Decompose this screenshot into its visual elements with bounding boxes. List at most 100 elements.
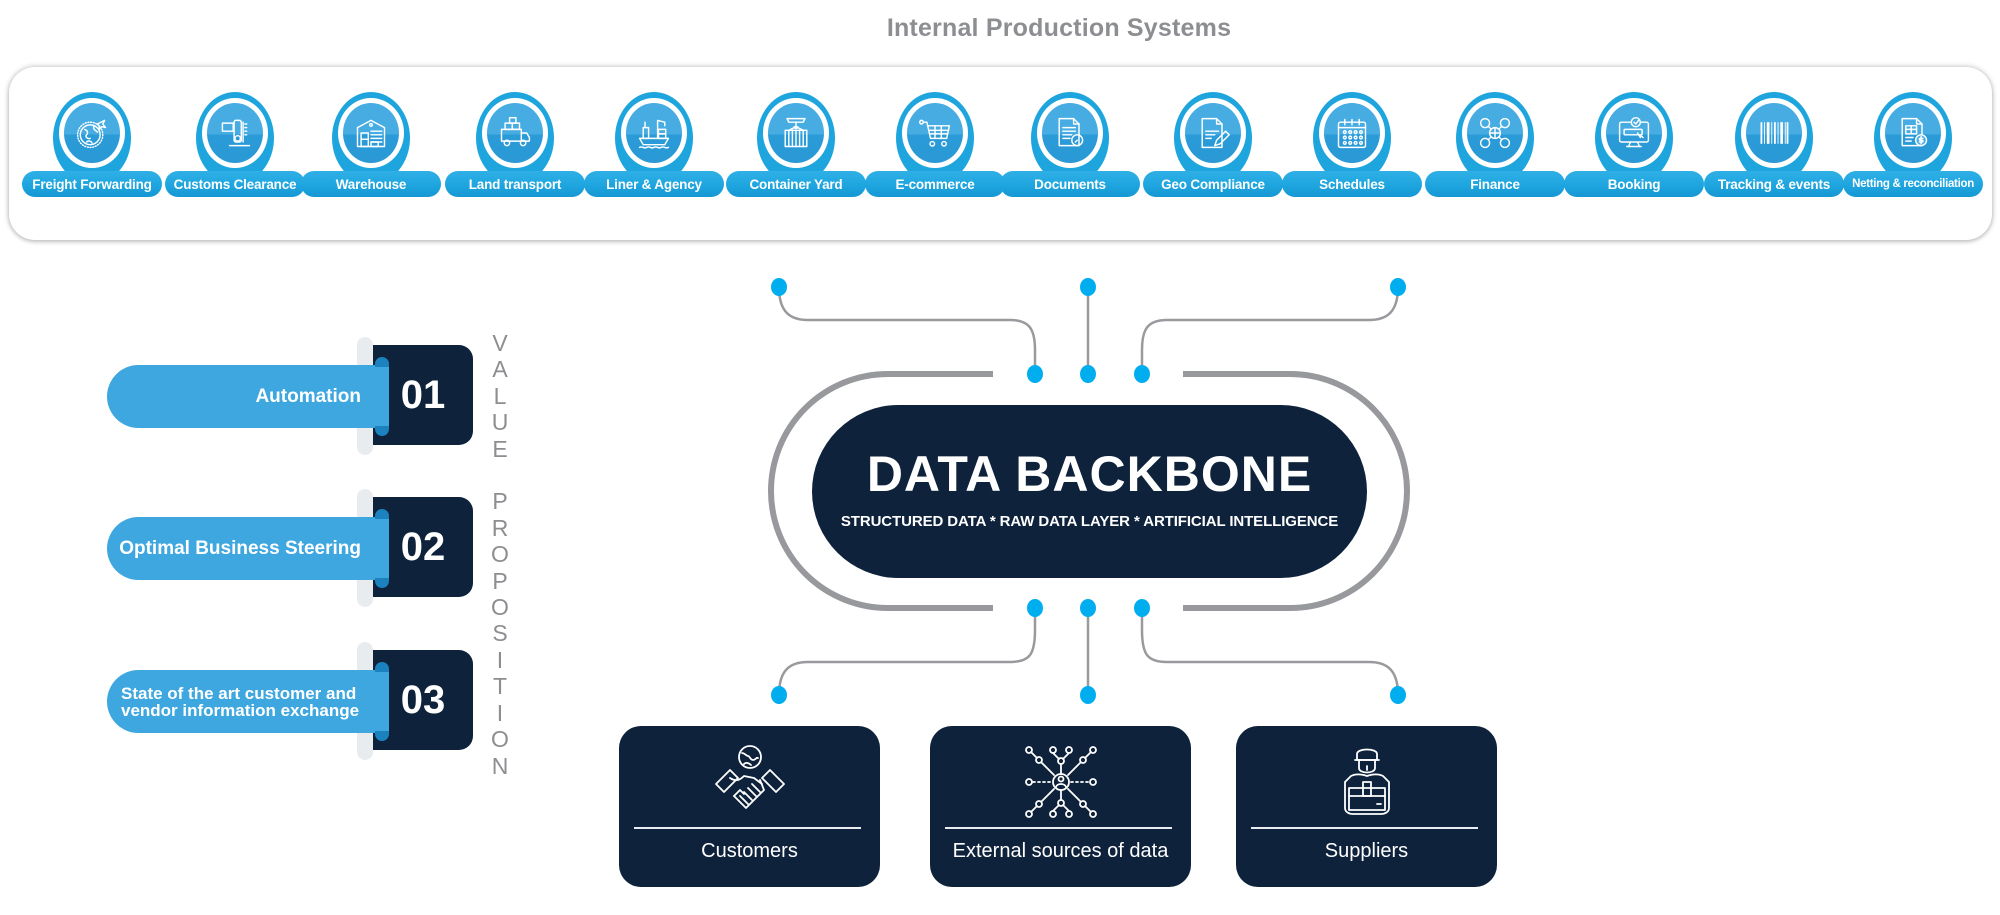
connector-dot [1080, 686, 1096, 704]
system-item[interactable]: Liner & Agency [584, 92, 724, 197]
data-backbone: DATA BACKBONE STRUCTURED DATA * RAW DATA… [812, 405, 1367, 578]
system-label: Land transport [445, 171, 585, 197]
system-icon-ring [476, 92, 554, 184]
backbone-track-left [768, 371, 993, 611]
truck-icon [487, 103, 543, 163]
backbone-title: DATA BACKBONE [866, 446, 1313, 502]
globe-plane-icon [64, 103, 120, 163]
system-label: Schedules [1282, 171, 1422, 197]
system-icon-ring [1595, 92, 1673, 184]
backbone-track-right [1183, 371, 1410, 611]
heading-letter: R [491, 514, 509, 541]
system-item[interactable]: Customs Clearance [165, 92, 305, 197]
heading-letter: L [493, 382, 507, 409]
warehouse-icon [343, 103, 399, 163]
heading-letter: P [492, 488, 508, 515]
system-icon-ring-inner [202, 98, 268, 168]
system-item[interactable]: Warehouse [301, 92, 441, 197]
system-icon-ring-inner [1601, 98, 1667, 168]
external-party-label: Customers [701, 840, 798, 862]
system-icon-ring [1874, 92, 1952, 184]
system-item[interactable]: Geo Compliance [1143, 92, 1283, 197]
system-item[interactable]: Tracking & events [1704, 92, 1844, 197]
system-item[interactable]: E-commerce [865, 92, 1005, 197]
ribbon-fold [375, 509, 389, 519]
system-item[interactable]: Documents [1000, 92, 1140, 197]
system-icon-ring [615, 92, 693, 184]
system-icon-ring-inner [1319, 98, 1385, 168]
system-icon-ring-inner [482, 98, 548, 168]
system-icon-ring [1456, 92, 1534, 184]
delivery-person-icon [1236, 744, 1497, 820]
heading-letter: V [492, 330, 508, 356]
value-item-label: Optimal Business Steering [107, 517, 389, 580]
connector-line [1140, 608, 1400, 696]
system-label: E-commerce [865, 171, 1005, 197]
system-icon-ring [1313, 92, 1391, 184]
external-party-card: Suppliers [1236, 726, 1497, 887]
external-party-card: External sources of data [930, 726, 1191, 887]
heading-letter: O [491, 726, 509, 753]
connector-dot [1027, 365, 1043, 383]
system-icon-ring [1174, 92, 1252, 184]
heading-letter: P [492, 567, 508, 594]
container-crane-icon [768, 103, 824, 163]
value-item-label: Automation [107, 365, 389, 428]
connector-dot [1080, 599, 1096, 617]
system-icon-ring-inner [1741, 98, 1807, 168]
external-party-label: Suppliers [1324, 840, 1409, 862]
heading-letter: U [491, 409, 509, 436]
handshake-globe-icon [619, 744, 880, 820]
ribbon-fold [375, 357, 389, 367]
heading-letter: I [496, 699, 504, 726]
customs-inspection-icon [207, 103, 263, 163]
value-item-number: 02 [373, 497, 473, 597]
connector-dot [771, 278, 787, 296]
connector-dot [1390, 686, 1406, 704]
external-party-label: External sources of data [952, 840, 1169, 862]
connector-dot [1027, 599, 1043, 617]
currency-globe-icon [1467, 103, 1523, 163]
heading-letter: S [492, 620, 508, 647]
heading-letter: E [492, 435, 508, 462]
system-label: Liner & Agency [584, 171, 724, 197]
ribbon-fold [375, 426, 389, 436]
system-label: Documents [1000, 171, 1140, 197]
card-divider [1251, 827, 1478, 829]
card-divider [634, 827, 861, 829]
backbone-subtitle: STRUCTURED DATA * RAW DATA LAYER * ARTIF… [840, 513, 1339, 530]
external-party-card: Customers [619, 726, 880, 887]
system-item[interactable]: Land transport [445, 92, 585, 197]
system-icon-ring [196, 92, 274, 184]
system-icon-ring-inner [1037, 98, 1103, 168]
barcode-icon [1746, 103, 1802, 163]
system-label: Warehouse [301, 171, 441, 197]
connector-line [777, 286, 1037, 374]
system-item[interactable]: Freight Forwarding [22, 92, 162, 197]
heading-letter: I [496, 646, 504, 673]
system-item[interactable]: Finance [1425, 92, 1565, 197]
ribbon-fold [375, 578, 389, 588]
shopping-cart-icon [907, 103, 963, 163]
section-title: Internal Production Systems [886, 14, 1232, 42]
value-item-number: 01 [373, 345, 473, 445]
system-label: Booking [1564, 171, 1704, 197]
system-label: Tracking & events [1704, 171, 1844, 197]
system-item[interactable]: Container Yard [726, 92, 866, 197]
connector-dot [1080, 365, 1096, 383]
invoice-dollar-icon [1885, 103, 1941, 163]
system-icon-ring-inner [59, 98, 125, 168]
system-icon-ring-inner [1462, 98, 1528, 168]
calendar-icon [1324, 103, 1380, 163]
system-label: Customs Clearance [165, 171, 305, 197]
system-label: Container Yard [726, 171, 866, 197]
system-label: Netting & reconciliation [1843, 171, 1983, 197]
system-item[interactable]: Booking [1564, 92, 1704, 197]
connector-dot [1080, 278, 1096, 296]
system-icon-ring-inner [338, 98, 404, 168]
system-item[interactable]: Netting & reconciliation [1843, 92, 1983, 197]
system-item[interactable]: Schedules [1282, 92, 1422, 197]
network-person-icon [930, 744, 1191, 820]
